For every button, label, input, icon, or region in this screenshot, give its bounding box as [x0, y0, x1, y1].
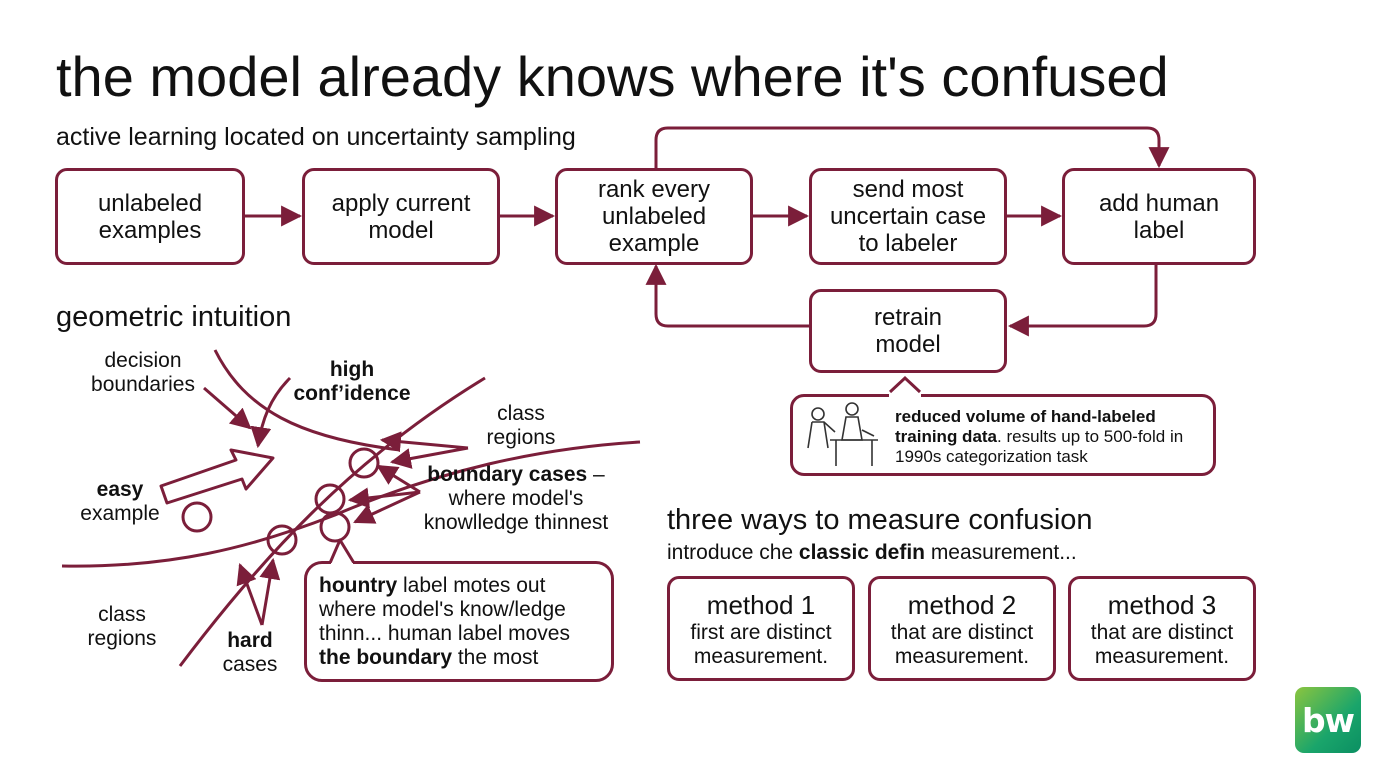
page-title: the model already knows where it's confu…	[56, 45, 1169, 108]
geometric-heading: geometric intuition	[56, 301, 292, 333]
arrow-hard-case-2	[236, 563, 264, 626]
flow-box-rank: rank every unlabeled example	[555, 168, 753, 265]
page-subtitle: active learning located on uncertainty s…	[56, 123, 576, 151]
arrow-decision-to-boundary-2	[250, 376, 292, 449]
measure-heading: three ways to measure confusion	[667, 504, 1093, 536]
arrow-add-to-retrain	[1007, 265, 1158, 337]
boundary-callout: hountry label motes out where model's kn…	[304, 561, 614, 682]
method-desc: that are distinct measurement.	[1090, 621, 1234, 668]
brand-logo: bw	[1295, 687, 1361, 753]
boundary-case-circle-1	[348, 447, 380, 479]
arrow-boundary-case-3	[353, 490, 421, 524]
method-title: method 2	[907, 590, 1017, 620]
method-card-1: method 1 first are distinct measurement.	[667, 576, 855, 681]
easy-example-big-arrow	[159, 448, 275, 505]
arrow-hard-case-1	[259, 557, 281, 626]
arrow-retrain-to-rank	[645, 263, 809, 328]
decision-boundary-top	[213, 349, 401, 452]
flow-box-send-uncertain: send most uncertain case to labeler	[809, 168, 1007, 265]
arrow-class-regions-1	[379, 431, 469, 453]
method-desc: first are distinct measurement.	[690, 621, 832, 668]
arrow-class-regions-2	[389, 446, 469, 469]
method-card-3: method 3 that are distinct measurement.	[1068, 576, 1256, 681]
method-card-2: method 2 that are distinct measurement.	[868, 576, 1056, 681]
easy-example-circle	[181, 501, 213, 533]
arrow-boundary-case-2	[347, 487, 421, 509]
note-bold: reduced volume of hand-labeled training …	[895, 407, 1156, 446]
method-title: method 1	[706, 590, 816, 620]
high-confidence-label: high conf’idence	[293, 358, 411, 405]
measure-intro: introduce сhe classic defin measurement.…	[667, 541, 1077, 564]
arrow-decision-to-boundary-1	[203, 386, 252, 430]
class-regions-top-label: class regions	[486, 402, 556, 449]
boundary-case-circle-3	[319, 511, 351, 543]
boundary-cases-label: boundary cases – where model's knowlledg…	[423, 463, 609, 534]
flow-box-unlabeled: unlabeled examples	[55, 168, 245, 265]
flow-box-add-label: add human label	[1062, 168, 1256, 265]
flow-box-apply-model: apply current model	[302, 168, 500, 265]
method-title: method 3	[1107, 590, 1217, 620]
decision-boundary-diagonal	[178, 376, 486, 667]
note-callout: reduced volume of hand-labeled training …	[790, 394, 1216, 476]
decision-boundary-bottom	[61, 440, 641, 568]
note-text: . results up to 500-fold in 1990s catego…	[895, 427, 1184, 466]
hard-case-circle	[266, 524, 298, 556]
arrow-top-loop	[654, 126, 1170, 169]
method-desc: that are distinct measurement.	[890, 621, 1034, 668]
flow-box-retrain: retrain model	[809, 289, 1007, 373]
boundary-case-circle-2	[314, 483, 346, 515]
arrow-boundary-case-1	[376, 464, 421, 494]
decision-boundaries-label: decision boundaries	[91, 349, 195, 396]
class-regions-bottom-label: class regions	[87, 603, 157, 650]
